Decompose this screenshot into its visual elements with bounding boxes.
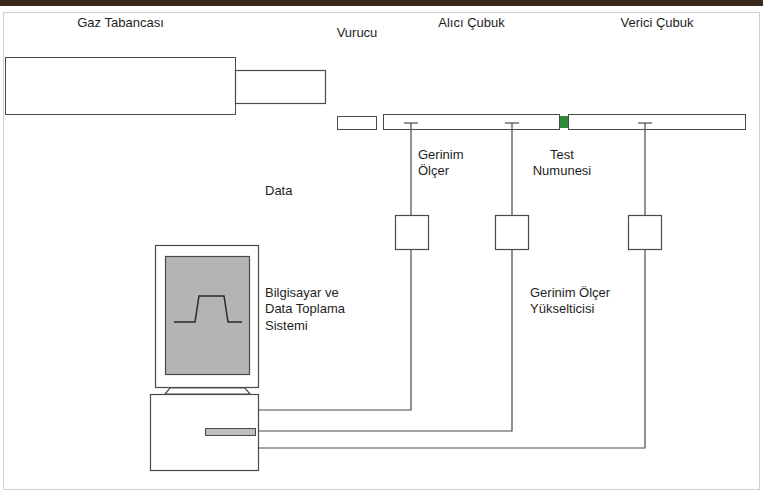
gauge-wire — [511, 123, 512, 215]
incident-bar: Alıcı Çubuk — [383, 114, 560, 130]
transmitted-bar: Verici Çubuk — [568, 114, 746, 130]
pulse-trace — [174, 296, 242, 322]
amplifier-box — [396, 216, 429, 250]
part-heading: Vurucu — [337, 25, 378, 41]
part-heading: Verici Çubuk — [621, 15, 694, 31]
specimen-label: Test Numunesi — [530, 147, 594, 180]
monitor-screen — [166, 257, 250, 375]
monitor — [156, 246, 259, 388]
gauge-wire — [644, 123, 645, 215]
gas-gun: Gaz Tabancası — [5, 57, 236, 115]
photo-strip — [0, 0, 763, 6]
amplifier-label: Gerinim Ölçer Yükselticisi — [530, 285, 634, 318]
data-label: Data — [265, 183, 325, 199]
computer-label: Bilgisayar ve Data Toplama Sistemi — [265, 285, 361, 334]
computer-base — [151, 395, 259, 471]
signal-wire — [258, 250, 645, 448]
striker-bar: Vurucu — [337, 116, 377, 130]
signal-wire — [258, 250, 411, 410]
amplifier-box — [496, 216, 529, 250]
gun-barrel — [236, 71, 326, 104]
gauge-wire — [410, 123, 411, 215]
drive-slot — [206, 429, 256, 436]
part-heading: Gaz Tabancası — [77, 15, 163, 31]
signal-wire — [258, 250, 512, 431]
strain-gauge-label: Gerinim Ölçer — [418, 147, 474, 180]
frame — [4, 13, 760, 490]
test-specimen — [559, 116, 568, 128]
part-heading: Alıcı Çubuk — [438, 15, 504, 31]
amplifier-box — [629, 216, 662, 250]
monitor-stand — [165, 388, 250, 394]
